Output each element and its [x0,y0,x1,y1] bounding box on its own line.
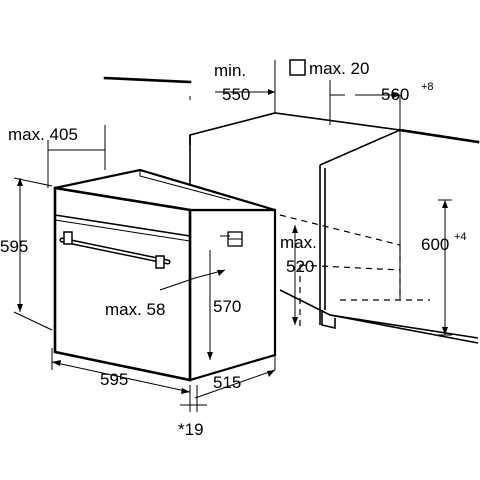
label-595-vertical: 595 [0,237,28,256]
dashed-line-1 [279,214,401,246]
label-595-horizontal: 595 [100,370,128,389]
label-19: *19 [178,420,204,439]
label-570: 570 [213,297,241,316]
dashed-cutout-lines [279,214,430,330]
oven-handle-icon [59,231,171,269]
dimension-lines [13,60,452,412]
cabinet-bottom-shelf-2 [329,314,479,344]
oven-side-bracket [220,231,243,247]
oven-front-face [53,186,192,382]
cabinet-top-edge [189,112,401,145]
square-symbol-icon [289,59,306,76]
label-515: 515 [213,373,241,392]
dimension-labels: min. 550 max. 20 560 +8 max. 405 595 max… [0,59,467,439]
label-600: 600 [421,235,449,254]
label-520: 520 [286,257,314,276]
countertop-left-line [103,76,192,84]
dashed-line-2 [299,264,401,271]
label-560: 560 [381,85,409,104]
label-550: 550 [222,85,250,104]
dim-595-horizontal-line [51,361,191,393]
label-min: min. [214,61,246,80]
label-max-405: max. 405 [8,125,78,144]
cabinet-foot [321,310,336,330]
oven-body [53,168,277,382]
label-max: max. [280,233,317,252]
label-max-20: max. 20 [309,59,369,78]
oven-door-top-line [54,219,191,242]
dim-515-line [194,369,276,399]
cabinet-right-top [319,129,479,166]
label-560-sup: +8 [421,81,434,93]
oven-control-panel-line [54,214,191,237]
oven-top-back-edge [139,170,231,201]
cabinet-bottom-shelf [279,289,479,339]
label-600-sup: +4 [454,231,467,243]
dim-58-line [159,277,196,291]
label-max-58: max. 58 [105,300,165,319]
